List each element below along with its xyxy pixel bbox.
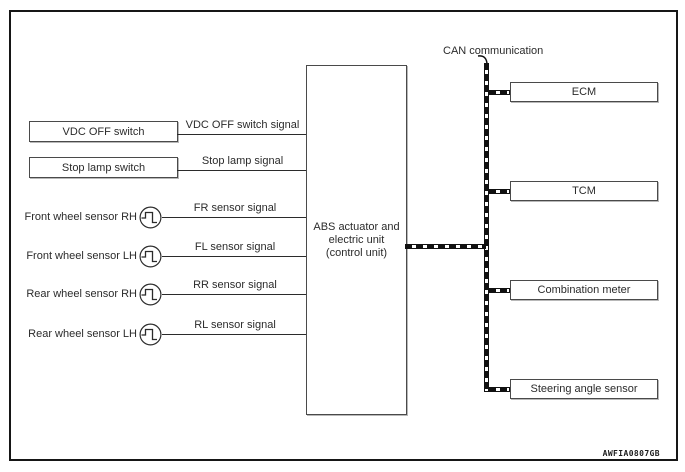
node-box-combination-meter: Combination meter [510,280,658,300]
signal-label-fr: FR sensor signal [193,202,277,214]
pulse-sensor-icon [139,323,162,346]
signal-wire-rl [162,334,306,335]
signal-wire-rr [162,294,306,295]
node-label: Combination meter [537,284,631,296]
source-box-label: VDC OFF switch [62,125,145,138]
can-bus-main-branch [405,244,486,249]
signal-label-rl: RL sensor signal [194,319,276,331]
can-stub-ecm [489,90,510,95]
signal-wire-fl [162,256,306,257]
source-box-vdc-off-switch: VDC OFF switch [29,121,178,142]
pulse-sensor-icon [139,245,162,268]
sensor-label-rear-rh: Rear wheel sensor RH [26,288,137,300]
sensor-label-front-rh: Front wheel sensor RH [24,211,138,223]
can-bus-vertical [484,63,489,392]
signal-wire-stop-lamp [177,170,306,171]
can-stub-combination-meter [489,288,510,293]
pulse-sensor-icon [139,206,162,229]
sensor-label-rear-lh: Rear wheel sensor LH [28,328,137,340]
signal-wire-vdc-off [177,134,306,135]
can-stub-tcm [489,189,510,194]
control-unit-box: ABS actuator and electric unit (control … [306,65,407,415]
figure-code: AWFIA0807GB [602,449,660,458]
can-communication-label: CAN communication [443,45,544,57]
source-box-stop-lamp-switch: Stop lamp switch [29,157,178,178]
signal-label-fl: FL sensor signal [194,241,276,253]
node-label: Steering angle sensor [530,383,638,395]
signal-label-vdc-off: VDC OFF switch signal [185,119,300,131]
signal-label-stop-lamp: Stop lamp signal [201,155,284,167]
signal-wire-fr [162,217,306,218]
node-box-tcm: TCM [510,181,658,201]
node-label: TCM [572,185,596,197]
signal-label-rr: RR sensor signal [193,279,277,291]
pulse-sensor-icon [139,283,162,306]
can-stub-steering-angle-sensor [489,387,510,392]
node-box-steering-angle-sensor: Steering angle sensor [510,379,658,399]
node-box-ecm: ECM [510,82,658,102]
control-unit-label: ABS actuator and electric unit (control … [313,220,400,259]
sensor-label-front-lh: Front wheel sensor LH [26,250,137,262]
diagram-frame [9,10,678,461]
node-label: ECM [571,86,597,98]
source-box-label: Stop lamp switch [61,161,146,174]
